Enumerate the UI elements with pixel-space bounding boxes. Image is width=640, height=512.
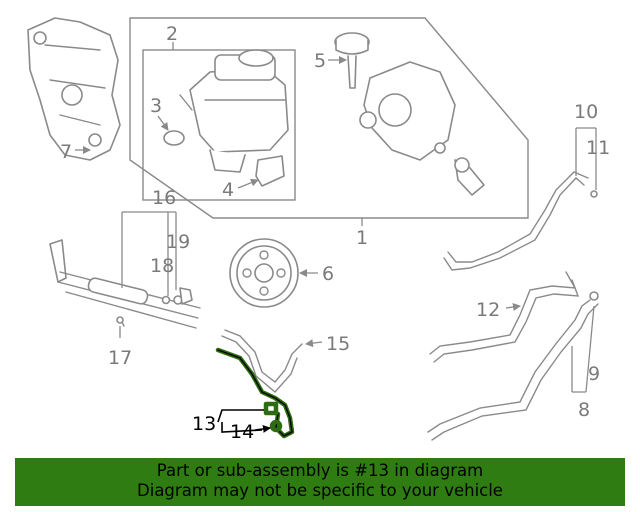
hose-15-part bbox=[224, 329, 303, 383]
parts-diagram: 2 3 4 5 7 1 6 15 16 18 19 17 10 11 12 9 … bbox=[27, 17, 610, 443]
line-8-part bbox=[427, 299, 591, 433]
label-5: 5 bbox=[314, 50, 326, 72]
label-10: 10 bbox=[574, 101, 598, 123]
leader-4 bbox=[237, 178, 259, 189]
leader-13 bbox=[217, 409, 264, 433]
label-16: 16 bbox=[152, 187, 176, 209]
reservoir-part bbox=[163, 49, 289, 187]
cooler-assembly-part bbox=[49, 239, 201, 329]
label-1: 1 bbox=[356, 227, 368, 249]
leader-12 bbox=[505, 303, 521, 311]
leader-16 bbox=[121, 211, 177, 296]
label-15: 15 bbox=[326, 333, 350, 355]
reservoir-box bbox=[142, 49, 296, 201]
leader-14 bbox=[254, 424, 271, 433]
label-13: 13 bbox=[192, 413, 216, 435]
label-2: 2 bbox=[166, 23, 178, 45]
label-4: 4 bbox=[222, 179, 234, 201]
pulley-part bbox=[229, 238, 299, 308]
hose-13-highlighted bbox=[215, 347, 295, 439]
label-9: 9 bbox=[588, 363, 600, 385]
label-7: 7 bbox=[60, 141, 72, 163]
info-banner: Part or sub-assembly is #13 in diagram D… bbox=[15, 458, 625, 506]
banner-line-2: Diagram may not be specific to your vehi… bbox=[137, 481, 503, 500]
label-3: 3 bbox=[150, 95, 162, 117]
label-8: 8 bbox=[578, 399, 590, 421]
assembly-outline bbox=[129, 17, 529, 219]
label-19: 19 bbox=[166, 231, 190, 253]
leader-15 bbox=[305, 339, 323, 348]
pump-part bbox=[359, 61, 485, 196]
pressure-line-10-part bbox=[443, 171, 598, 271]
reservoir-cap-part bbox=[334, 32, 370, 89]
leader-8-9 bbox=[571, 305, 595, 393]
engine-bracket-part bbox=[27, 17, 121, 161]
label-18: 18 bbox=[150, 255, 174, 277]
leader-3 bbox=[157, 115, 169, 131]
return-line-12-part bbox=[429, 271, 577, 355]
bracket-clip-part bbox=[255, 155, 285, 187]
o-ring-part bbox=[163, 130, 185, 146]
label-14: 14 bbox=[230, 421, 254, 443]
banner-line-1: Part or sub-assembly is #13 in diagram bbox=[156, 461, 484, 480]
label-11: 11 bbox=[586, 137, 610, 159]
label-6: 6 bbox=[322, 263, 334, 285]
label-17: 17 bbox=[108, 347, 132, 369]
label-12: 12 bbox=[476, 299, 500, 321]
leader-10-11 bbox=[575, 127, 597, 190]
